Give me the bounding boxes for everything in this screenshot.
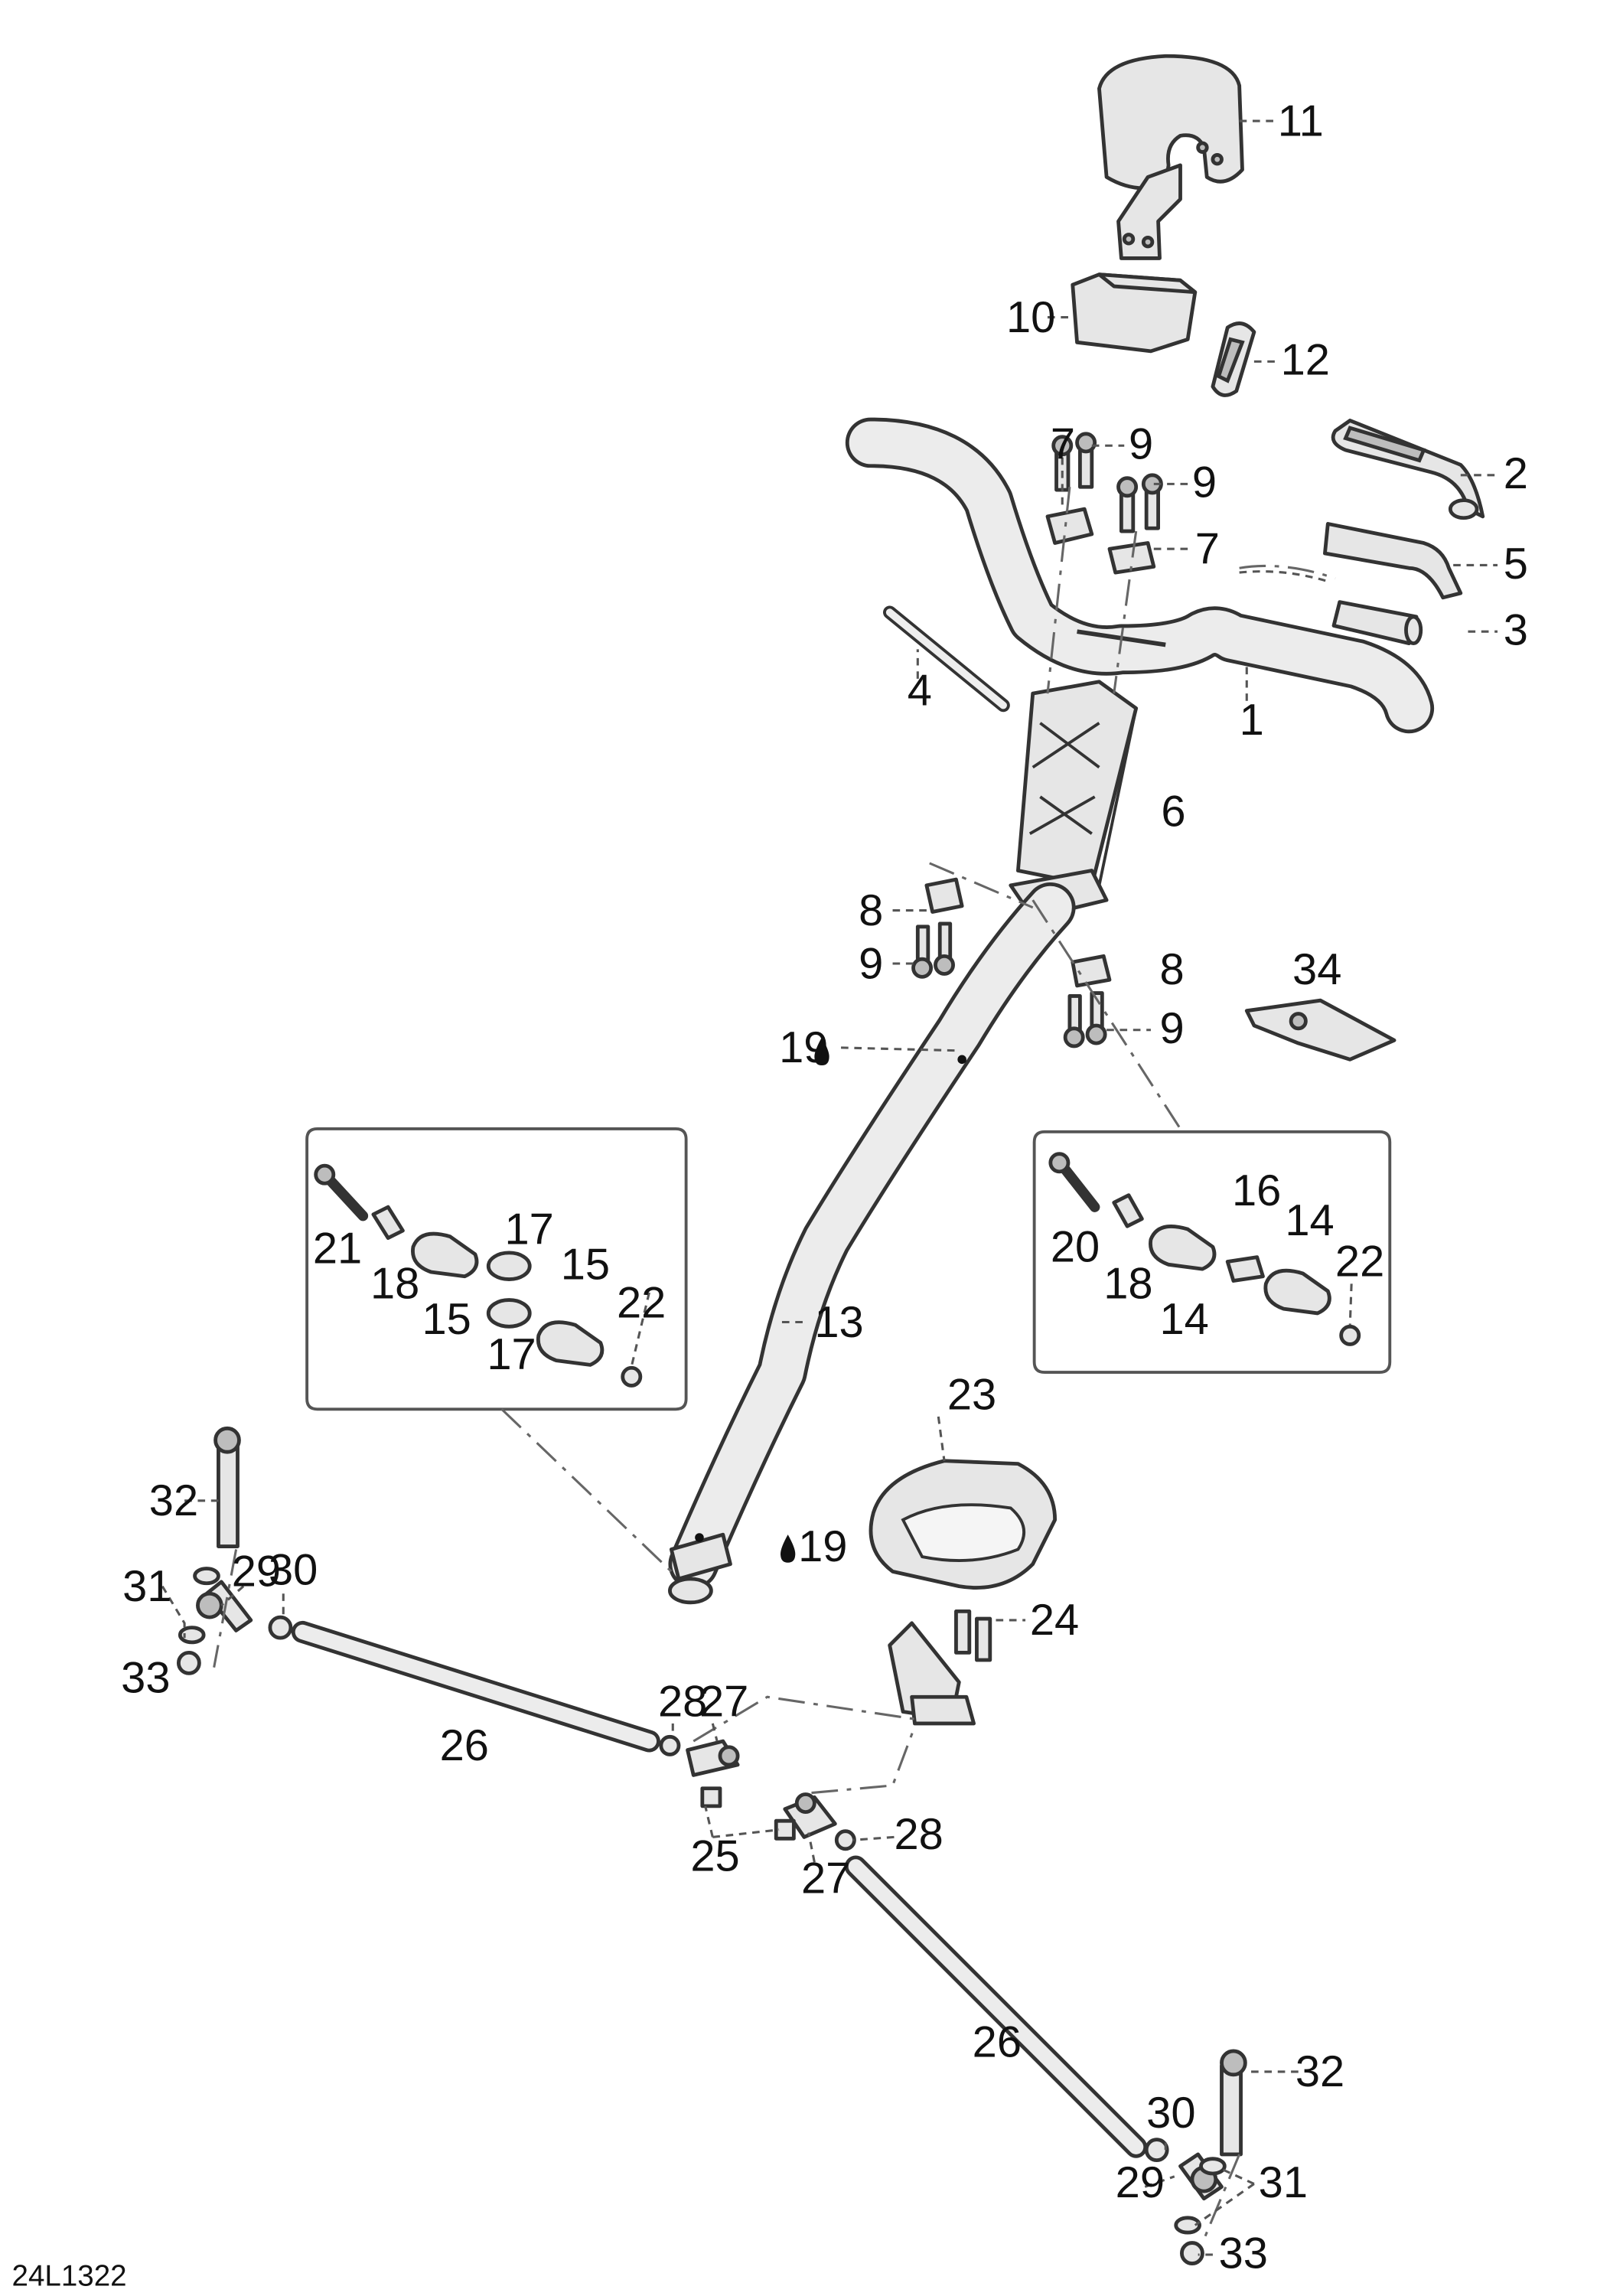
lower-clamps-part[interactable]	[924, 877, 1112, 988]
lower-bolts-part[interactable]	[911, 921, 1107, 1049]
handlebar-pad-part[interactable]	[1097, 54, 1244, 260]
spacers-25-part[interactable]	[700, 1786, 796, 1841]
callout-27b: 27	[801, 1854, 850, 1903]
callout-3: 3	[1504, 606, 1528, 655]
left-detail-box	[305, 1127, 688, 1411]
callout-34: 34	[1292, 945, 1341, 994]
left-half-clamp-lower-part[interactable]	[536, 1320, 605, 1367]
right-spacer-18-part[interactable]	[1112, 1193, 1144, 1228]
upper-clamp-left-part[interactable]	[1045, 507, 1094, 545]
callout-20: 20	[1051, 1222, 1100, 1271]
leader-lines	[161, 119, 1498, 2256]
heater-element-part[interactable]	[1323, 522, 1463, 600]
right-detail-box	[1032, 1130, 1392, 1374]
bracket-ring-part[interactable]	[1211, 321, 1256, 397]
wire-sleeve-part[interactable]	[1239, 570, 1423, 646]
callout-9a: 9	[1129, 420, 1153, 469]
callout-31b: 31	[1259, 2158, 1308, 2207]
callout-12: 12	[1281, 336, 1330, 385]
callout-32a: 32	[149, 1476, 198, 1525]
callout-8b: 8	[1160, 945, 1185, 994]
callout-14b: 14	[1160, 1295, 1209, 1344]
callout-9d: 9	[1160, 1004, 1185, 1053]
left-half-clamp-upper-part[interactable]	[411, 1231, 479, 1279]
right-half-clamp-lower-part[interactable]	[1263, 1268, 1331, 1316]
callout-11: 11	[1278, 96, 1324, 145]
callout-4: 4	[908, 667, 932, 716]
callout-29a: 29	[232, 1548, 281, 1596]
upper-ball-joint-part[interactable]	[176, 1426, 293, 1675]
callout-9b: 9	[1192, 458, 1217, 507]
callout-5: 5	[1504, 540, 1528, 589]
jam-nuts-28-part[interactable]	[659, 1734, 856, 1851]
callout-2: 2	[1504, 449, 1528, 498]
callout-6: 6	[1161, 788, 1185, 837]
left-nut-22-part[interactable]	[621, 1365, 643, 1388]
callout-1: 1	[1240, 696, 1264, 745]
callout-31a: 31	[122, 1562, 171, 1611]
callout-22b: 22	[1335, 1238, 1384, 1287]
bracket-bolts-24-part[interactable]	[954, 1609, 992, 1662]
callout-28b: 28	[894, 1810, 943, 1859]
steering-column-part[interactable]	[668, 869, 1109, 1605]
assembly-axes	[213, 487, 1336, 2244]
callout-21: 21	[313, 1224, 362, 1273]
callout-7a: 7	[1051, 420, 1075, 469]
lower-ball-joint-part[interactable]	[1144, 2049, 1247, 2265]
upper-bolts-part[interactable]	[1051, 432, 1163, 533]
tie-rod-end-upper-part[interactable]	[686, 1739, 740, 1777]
callout-10: 10	[1006, 293, 1055, 342]
drawing-reference-code: 24L1322	[12, 2260, 127, 2293]
callout-32b: 32	[1295, 2047, 1344, 2096]
pitman-bracket-part[interactable]	[888, 1621, 976, 1726]
callout-25: 25	[690, 1832, 739, 1881]
throttle-rod-part[interactable]	[883, 605, 1010, 713]
callout-22a: 22	[617, 1279, 666, 1328]
callout-30a: 30	[269, 1546, 318, 1595]
callout-24: 24	[1030, 1596, 1079, 1645]
callout-16: 16	[1232, 1166, 1281, 1215]
left-bushings-part[interactable]	[486, 1251, 532, 1329]
lower-tie-rod-part[interactable]	[844, 1855, 1148, 2158]
right-bushing-16-part[interactable]	[1225, 1255, 1265, 1283]
callout-18b: 18	[1103, 1260, 1152, 1309]
right-bolt-20-part[interactable]	[1048, 1152, 1100, 1212]
lubricant-drop-icon	[814, 1037, 829, 1066]
riser-frame-part[interactable]	[1016, 680, 1139, 888]
lubricant-drop-icon	[781, 1534, 796, 1563]
callout-18a: 18	[370, 1260, 419, 1309]
callout-26b: 26	[973, 2018, 1022, 2067]
callout-27a: 27	[699, 1677, 748, 1726]
callout-29b: 29	[1116, 2158, 1165, 2207]
callout-17b: 17	[487, 1330, 536, 1379]
callout-15b: 15	[561, 1241, 610, 1290]
tie-rod-end-lower-part[interactable]	[783, 1792, 837, 1839]
callout-33b: 33	[1219, 2229, 1268, 2278]
foam-block-part[interactable]	[1071, 272, 1198, 354]
callout-13: 13	[814, 1298, 863, 1347]
callout-15a: 15	[422, 1295, 471, 1344]
callout-9c: 9	[859, 939, 883, 988]
right-nut-22-part[interactable]	[1339, 1324, 1361, 1346]
handle-grip-part[interactable]	[1331, 419, 1485, 520]
callout-14a: 14	[1285, 1196, 1334, 1245]
callout-33a: 33	[121, 1653, 170, 1702]
callout-26a: 26	[440, 1721, 489, 1770]
callout-23: 23	[947, 1370, 996, 1419]
upper-tie-rod-part[interactable]	[291, 1620, 660, 1753]
callout-7b: 7	[1195, 525, 1220, 574]
right-half-clamp-upper-part[interactable]	[1149, 1225, 1217, 1271]
left-spacer-18-part[interactable]	[371, 1205, 405, 1241]
callout-19a: 19	[779, 1023, 828, 1072]
mounting-plate-part[interactable]	[1244, 998, 1396, 1062]
callout-30b: 30	[1146, 2089, 1195, 2138]
callout-17a: 17	[504, 1205, 553, 1254]
callout-28a: 28	[658, 1677, 707, 1726]
callout-8a: 8	[859, 886, 883, 935]
column-cover-part[interactable]	[869, 1459, 1058, 1590]
callout-labels: 11 10 12 2 5 3 4 1 6 7 7 9 9 8 8 9 9 34 …	[121, 96, 1528, 2278]
left-bolt-21-part[interactable]	[314, 1163, 369, 1221]
callout-19b: 19	[798, 1522, 847, 1571]
